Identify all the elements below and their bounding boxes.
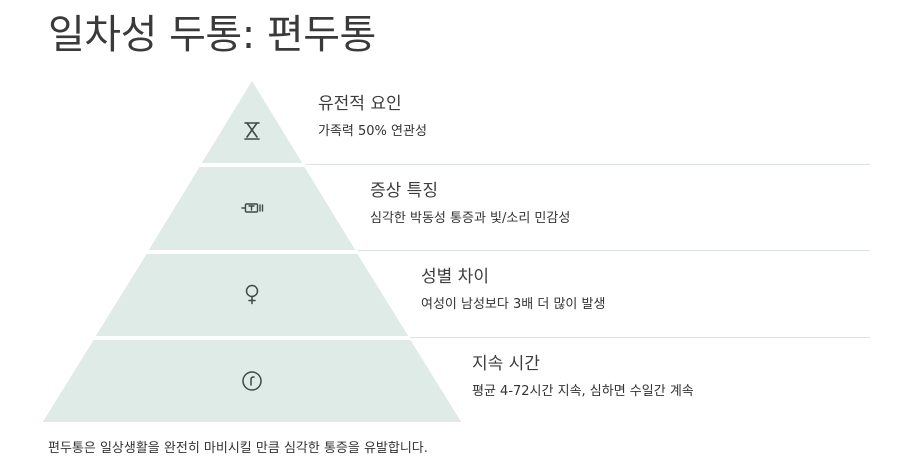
- battery-icon: [241, 203, 264, 213]
- pyramid-tier-1: [198, 77, 306, 165]
- tier-4-heading: 지속 시간: [472, 354, 540, 374]
- tier-divider-3: [410, 337, 870, 338]
- tier-3-text: 성별 차이 여성이 남성보다 3배 더 많이 발생: [421, 267, 605, 313]
- tier-divider-2: [358, 250, 870, 251]
- female-symbol-icon: [245, 284, 259, 305]
- tier-1-description: 가족력 50% 연관성: [318, 124, 427, 139]
- tier-2-text: 증상 특징 심각한 박동성 통증과 빛/소리 민감성: [370, 181, 570, 227]
- tier-1-text: 유전적 요인 가족력 50% 연관성: [318, 94, 427, 140]
- page-title: 일차성 두통: 편두통: [48, 12, 376, 58]
- tier-2-heading: 증상 특징: [370, 181, 438, 201]
- tier-4-description: 평균 4-72시간 지속, 심하면 수일간 계속: [472, 384, 694, 399]
- tier-1-heading: 유전적 요인: [318, 94, 402, 114]
- tier-3-heading: 성별 차이: [421, 267, 489, 287]
- tier-3-description: 여성이 남성보다 3배 더 많이 발생: [421, 297, 606, 312]
- tier-4-text: 지속 시간 평균 4-72시간 지속, 심하면 수일간 계속: [472, 354, 694, 400]
- tier-divider-1: [306, 164, 870, 165]
- pyramid-tier-4: [39, 338, 465, 424]
- hourglass-icon: [244, 122, 260, 140]
- footnote: 편두통은 일상생활을 완전히 마비시킬 만큼 심각한 통증을 유발합니다.: [48, 441, 428, 456]
- clock-icon: [242, 371, 262, 391]
- tier-2-description: 심각한 박동성 통증과 빛/소리 민감성: [370, 211, 571, 226]
